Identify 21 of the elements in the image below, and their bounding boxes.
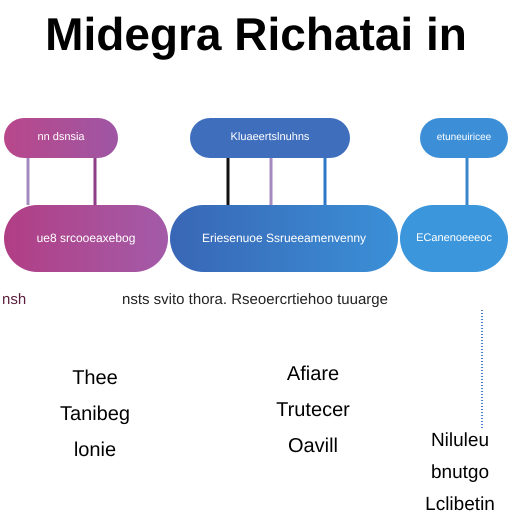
title: Midegra Richatai in	[44, 7, 468, 62]
connector-line	[226, 158, 230, 205]
pill-label: ECanenoeeeoc	[416, 232, 492, 246]
pill-label: Eriesenuoe Ssrueeamenvenny	[202, 231, 366, 246]
connector-line	[324, 158, 326, 205]
rounded-pill	[4, 118, 118, 158]
connector-line	[270, 158, 272, 205]
rounded-pill	[190, 118, 350, 158]
text-label: nsh	[2, 290, 26, 310]
connector-line	[466, 158, 468, 205]
pill-label: nn dsnsia	[37, 131, 85, 145]
text-label: Afiare Trutecer Oavill	[275, 362, 351, 459]
pill-label: etuneuiricee	[436, 132, 492, 144]
pill-label: Kluaeertslnuhns	[230, 131, 310, 145]
connector-line	[26, 158, 30, 205]
rounded-pill	[420, 118, 508, 158]
connector-line	[94, 158, 96, 205]
pill-label: ue8 srcooeaxebog	[36, 231, 136, 246]
text-label: Thee Tanibeg lonie	[58, 366, 132, 463]
text-label: Niluleu bnutgo Lclibetin	[424, 429, 496, 512]
text-label: nsts svito thora. Rseoercrtiehoo tuuarge	[122, 290, 389, 310]
